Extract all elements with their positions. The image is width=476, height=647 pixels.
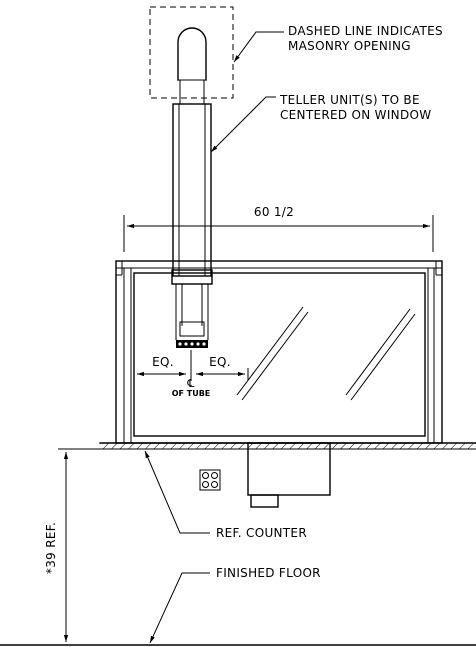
- tube-column: [172, 103, 212, 277]
- deal-drawer: [247, 442, 331, 496]
- masonry-note-line2: MASONRY OPENING: [288, 39, 411, 53]
- tube-collar: [171, 269, 213, 285]
- eq-label-left: EQ.: [152, 355, 174, 369]
- masonry-leader: [233, 31, 284, 63]
- centerline-label: OF TUBE: [172, 389, 211, 398]
- window-glass-pane: [133, 272, 426, 437]
- floor-leader: [149, 572, 210, 644]
- teller-note-line2: CENTERED ON WINDOW: [280, 108, 431, 122]
- masonry-note-line1: DASHED LINE INDICATES: [288, 24, 443, 38]
- counter-hatch: [100, 443, 476, 449]
- intercom-icon: [199, 469, 221, 491]
- tube-top: [177, 27, 207, 81]
- ref-counter-note: REF. COUNTER: [216, 526, 307, 540]
- masonry-opening-dashed: [149, 6, 234, 99]
- teller-note-line1: TELLER UNIT(S) TO BE: [279, 93, 420, 107]
- drawer-handle: [250, 494, 279, 508]
- finished-floor-note: FINISHED FLOOR: [216, 566, 321, 580]
- height-dimension-label: *39 REF.: [44, 522, 58, 574]
- tube-carrier: [179, 321, 205, 337]
- teller-leader: [210, 96, 276, 153]
- glass-reflection-2: [345, 308, 411, 396]
- centerline-symbol: ℄: [186, 377, 194, 390]
- width-dimension-label: 60 1/2: [254, 205, 294, 219]
- eq-label-right: EQ.: [209, 355, 231, 369]
- glass-reflection-1: [236, 306, 304, 396]
- wall-frame-outer: [115, 260, 443, 444]
- counter-leader: [144, 450, 210, 534]
